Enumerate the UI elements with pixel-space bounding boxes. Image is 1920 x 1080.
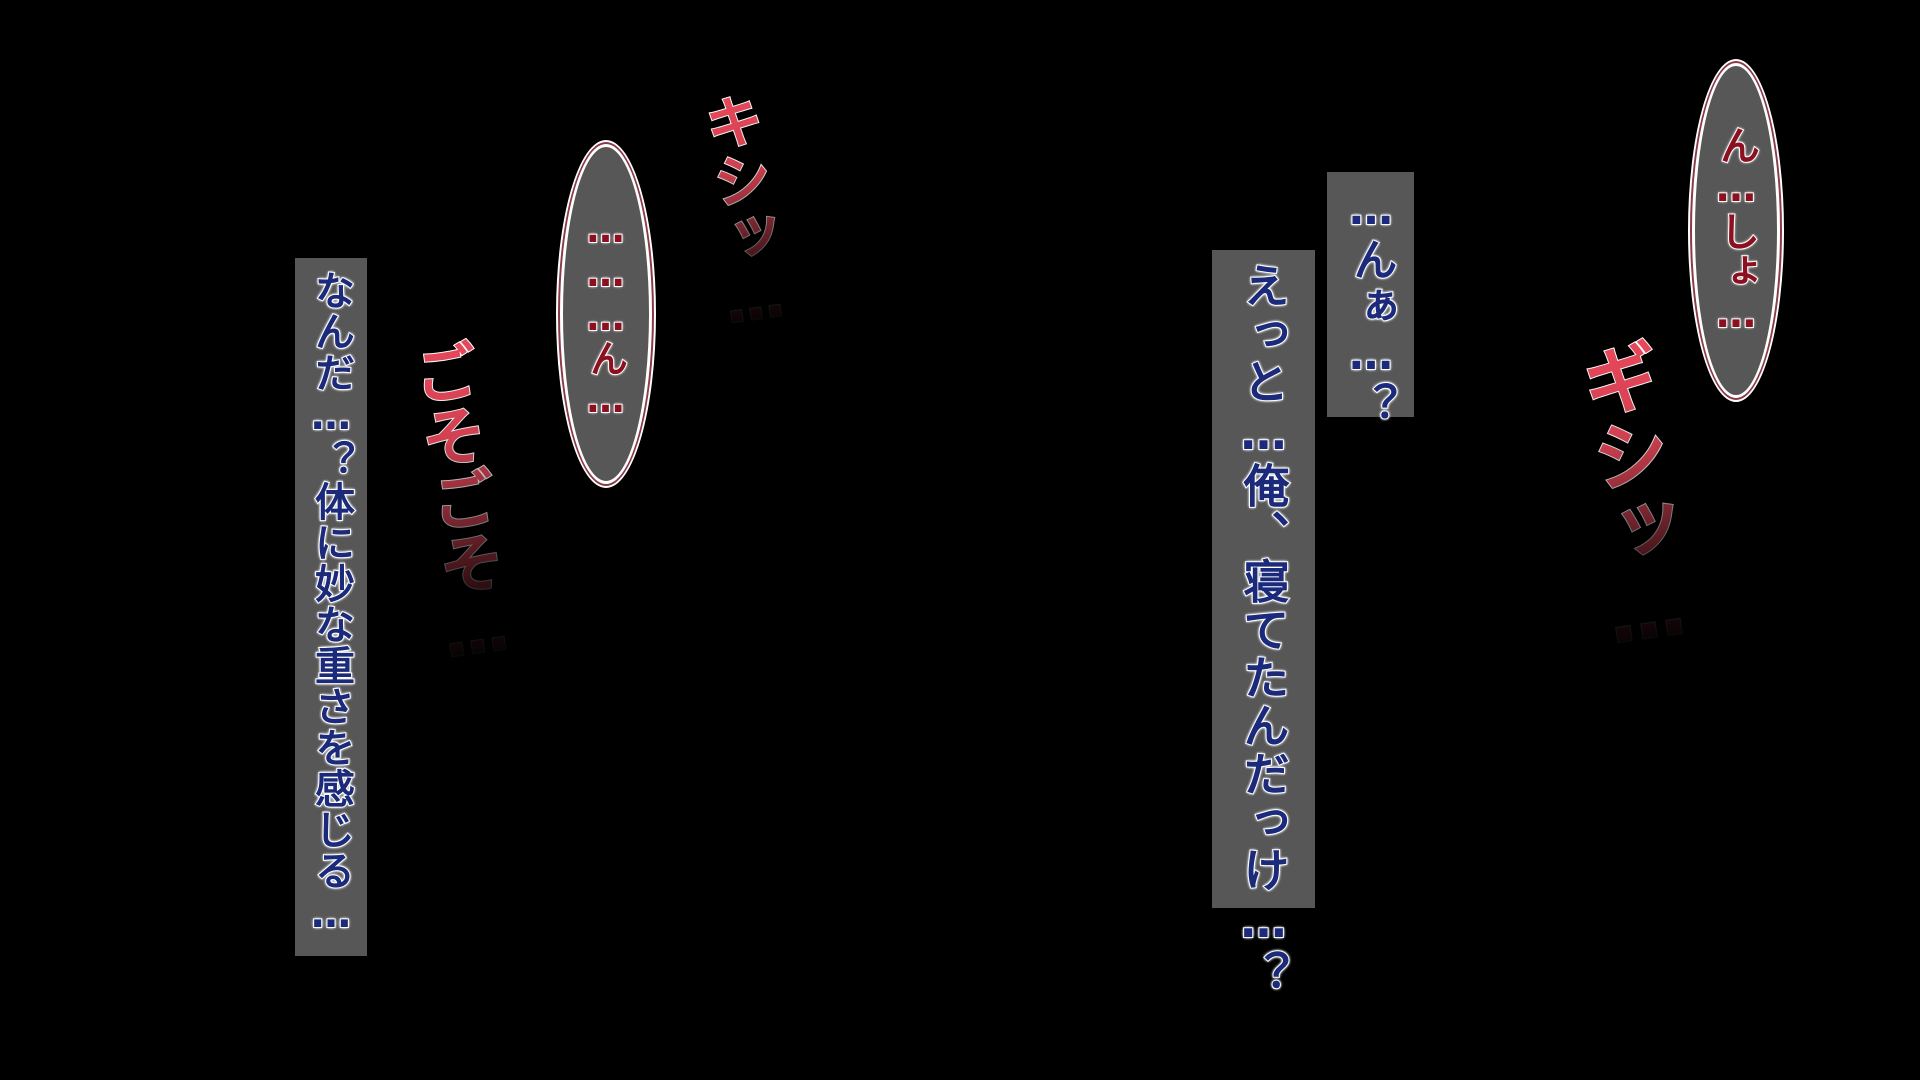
narration-box-right-main: えっと…俺、寝てたんだっけ…？ <box>1212 250 1315 999</box>
narration-box-right-small: …んぁ…？ <box>1327 172 1414 429</box>
speech-bubble-right: ん…しょ… <box>1692 63 1780 398</box>
sfx-kishi-left: キシッ… <box>690 87 793 338</box>
speech-text-right: ん…しょ… <box>1712 124 1760 338</box>
narration-text-right-main: えっと…俺、寝てたんだっけ…？ <box>1236 261 1292 999</box>
speech-text-left: ………ん… <box>583 206 629 422</box>
speech-bubble-left: ………ん… <box>560 144 652 484</box>
sfx-gosogoso: ごそごそ… <box>397 335 518 674</box>
sfx-gishi-right: ギシッ… <box>1563 334 1697 662</box>
narration-text-right-small: …んぁ…？ <box>1345 183 1398 429</box>
narration-text-left: なんだ…？体に妙な重さを感じる… <box>307 269 355 939</box>
narration-box-left: なんだ…？体に妙な重さを感じる… <box>295 258 367 956</box>
